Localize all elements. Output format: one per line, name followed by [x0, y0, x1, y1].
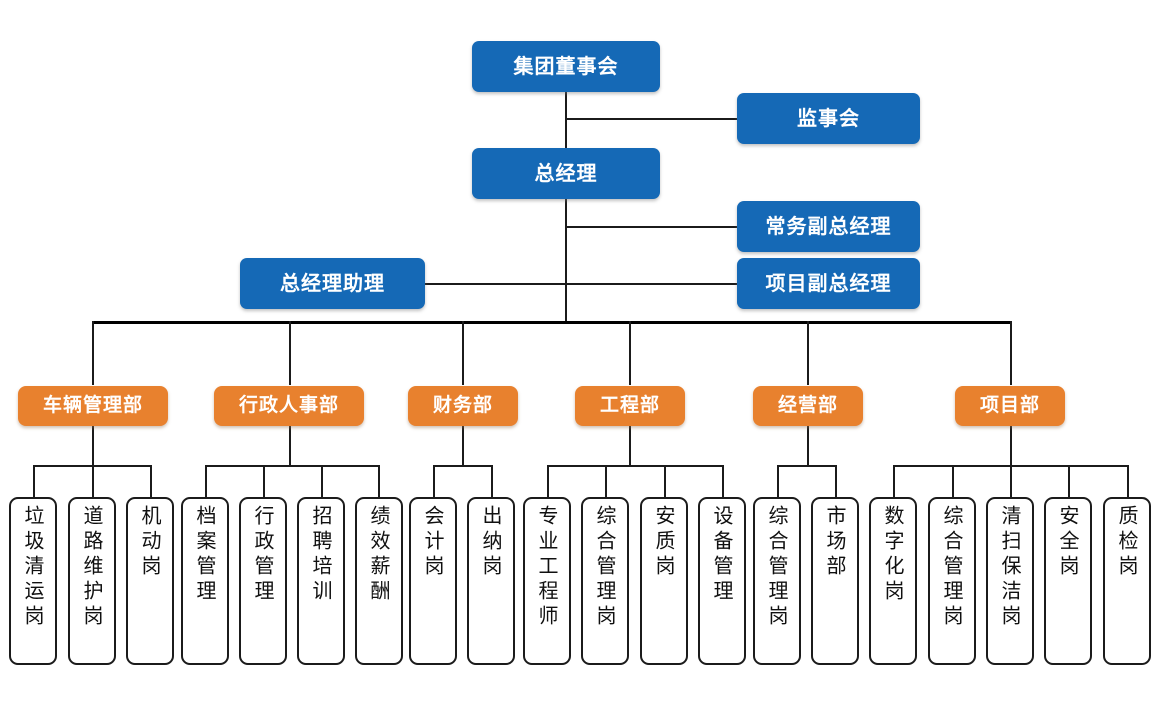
leaf-vehicle-0[interactable]: 垃圾清运岗: [9, 497, 57, 665]
connector-adminhr-bus: [205, 465, 379, 467]
leaf-label: 招聘培训: [309, 505, 333, 605]
connector-adminhr-down: [289, 425, 291, 466]
connector-operations-leaf-0: [777, 465, 779, 497]
connector-adminhr-leaf-3: [378, 465, 380, 497]
connector-vehicle-leaf-0: [33, 465, 35, 497]
connector-adminhr-leaf-1: [263, 465, 265, 497]
leaf-label: 会计岗: [421, 505, 445, 580]
leaf-label: 机动岗: [138, 505, 162, 580]
leaf-project-3[interactable]: 安全岗: [1044, 497, 1092, 665]
connector-engineering-leaf-0: [547, 465, 549, 497]
leaf-label: 档案管理: [193, 505, 217, 605]
department-bus: [92, 321, 1011, 324]
leaf-finance-1[interactable]: 出纳岗: [467, 497, 515, 665]
leaf-label: 道路维护岗: [80, 505, 104, 630]
leaf-label: 专业工程师: [535, 505, 559, 630]
connector-gmline-to-evp: [565, 226, 738, 228]
connector-adminhr-leaf-0: [205, 465, 207, 497]
node-project-vice-manager[interactable]: 项目副总经理: [737, 258, 920, 309]
leaf-finance-0[interactable]: 会计岗: [409, 497, 457, 665]
node-supervisory-board[interactable]: 监事会: [737, 93, 920, 144]
node-board[interactable]: 集团董事会: [472, 41, 660, 92]
leaf-project-4[interactable]: 质检岗: [1103, 497, 1151, 665]
leaf-label: 出纳岗: [479, 505, 503, 580]
leaf-engineering-3[interactable]: 设备管理: [698, 497, 746, 665]
connector-bus-to-operations: [807, 321, 809, 385]
connector-engineering-leaf-1: [605, 465, 607, 497]
connector-finance-down: [462, 425, 464, 466]
leaf-label: 数字化岗: [881, 505, 905, 605]
node-department-admin-hr[interactable]: 行政人事部: [214, 386, 364, 426]
leaf-label: 综合管理岗: [765, 505, 789, 630]
connector-project-leaf-2: [1010, 465, 1012, 497]
leaf-label: 绩效薪酬: [367, 505, 391, 605]
connector-adminhr-leaf-2: [321, 465, 323, 497]
leaf-project-2[interactable]: 清扫保洁岗: [986, 497, 1034, 665]
leaf-operations-1[interactable]: 市场部: [811, 497, 859, 665]
leaf-label: 综合管理岗: [940, 505, 964, 630]
leaf-label: 设备管理: [710, 505, 734, 605]
leaf-operations-0[interactable]: 综合管理岗: [753, 497, 801, 665]
node-general-manager-assistant[interactable]: 总经理助理: [240, 258, 425, 309]
node-department-engineering[interactable]: 工程部: [575, 386, 685, 426]
connector-project-leaf-0: [893, 465, 895, 497]
connector-vehicle-leaf-2: [150, 465, 152, 497]
node-general-manager[interactable]: 总经理: [472, 148, 660, 199]
node-department-vehicle[interactable]: 车辆管理部: [18, 386, 168, 426]
connector-project-leaf-4: [1127, 465, 1129, 497]
connector-finance-leaf-1: [491, 465, 493, 497]
connector-engineering-bus: [547, 465, 723, 467]
connector-gmline-to-supervisory: [565, 118, 738, 120]
connector-bus-to-project: [1010, 321, 1012, 385]
connector-bus-to-engineering: [629, 321, 631, 385]
connector-board-to-gm: [565, 92, 567, 152]
leaf-adminhr-0[interactable]: 档案管理: [181, 497, 229, 665]
connector-engineering-leaf-2: [664, 465, 666, 497]
connector-finance-bus: [433, 465, 492, 467]
connector-finance-leaf-0: [433, 465, 435, 497]
connector-vehicle-leaf-1: [92, 465, 94, 497]
connector-project-down: [1010, 425, 1012, 466]
leaf-label: 安全岗: [1056, 505, 1080, 580]
connector-vehicle-down: [92, 425, 94, 466]
leaf-label: 行政管理: [251, 505, 275, 605]
leaf-vehicle-2[interactable]: 机动岗: [126, 497, 174, 665]
connector-bus-to-finance: [462, 321, 464, 385]
leaf-project-1[interactable]: 综合管理岗: [928, 497, 976, 665]
connector-engineering-down: [629, 425, 631, 466]
leaf-label: 市场部: [823, 505, 847, 580]
leaf-label: 安质岗: [652, 505, 676, 580]
leaf-label: 质检岗: [1115, 505, 1139, 580]
connector-engineering-leaf-3: [722, 465, 724, 497]
node-department-finance[interactable]: 财务部: [408, 386, 518, 426]
connector-operations-leaf-1: [835, 465, 837, 497]
leaf-label: 垃圾清运岗: [21, 505, 45, 630]
leaf-adminhr-3[interactable]: 绩效薪酬: [355, 497, 403, 665]
leaf-engineering-2[interactable]: 安质岗: [640, 497, 688, 665]
node-department-operations[interactable]: 经营部: [753, 386, 863, 426]
leaf-project-0[interactable]: 数字化岗: [869, 497, 917, 665]
connector-operations-down: [807, 425, 809, 466]
connector-bus-to-vehicle: [92, 321, 94, 385]
connector-operations-bus: [777, 465, 836, 467]
leaf-label: 清扫保洁岗: [998, 505, 1022, 630]
leaf-adminhr-2[interactable]: 招聘培训: [297, 497, 345, 665]
leaf-engineering-1[interactable]: 综合管理岗: [581, 497, 629, 665]
connector-gmline-to-pvp: [565, 283, 738, 285]
connector-gmline-to-gma: [425, 283, 566, 285]
connector-project-leaf-1: [952, 465, 954, 497]
leaf-label: 综合管理岗: [593, 505, 617, 630]
leaf-engineering-0[interactable]: 专业工程师: [523, 497, 571, 665]
node-executive-vice-manager[interactable]: 常务副总经理: [737, 201, 920, 252]
connector-gm-to-bus: [565, 199, 567, 323]
connector-bus-to-admin-hr: [289, 321, 291, 385]
leaf-adminhr-1[interactable]: 行政管理: [239, 497, 287, 665]
leaf-vehicle-1[interactable]: 道路维护岗: [68, 497, 116, 665]
connector-project-leaf-3: [1068, 465, 1070, 497]
node-department-project[interactable]: 项目部: [955, 386, 1065, 426]
